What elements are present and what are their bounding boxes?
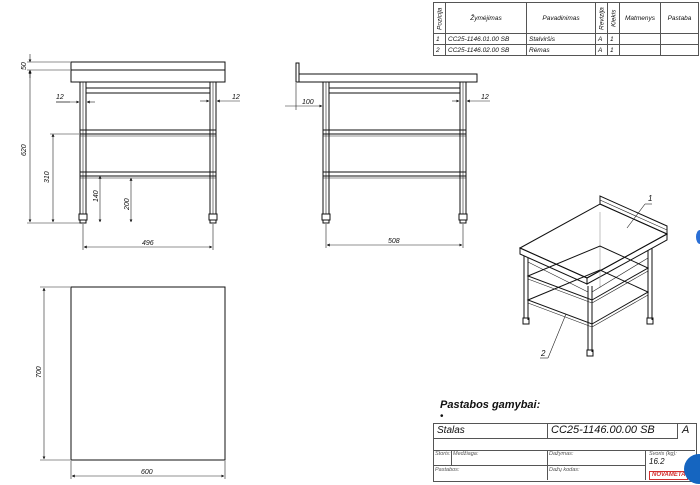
dim-600: 600 [141,469,153,476]
isometric-view: 1 2 [518,194,669,359]
dazu-kodas-label: Dažų kodas: [549,467,580,473]
bom-header-kiekis: Kiekis [607,2,620,34]
notes-title: Pastabos gamybai: [440,399,541,411]
bom-row: 2 CC25-1146.02.00 SB Rėmas A 1 [433,44,699,56]
dim-100: 100 [302,99,314,106]
bom-header-pastaba: Pastaba [660,2,699,34]
callout-1: 1 [648,194,652,203]
svoris-label: Svoris (kg): [649,451,677,457]
bom-row: 1 CC25-1146.01.00 SB Stalviršis A 1 [433,33,699,45]
dim-12-left: 12 [56,94,64,101]
dim-700: 700 [36,366,43,378]
bom-cell-pastaba [660,44,699,56]
dazymas-label: Dažymas: [549,451,574,457]
bom-header-pavadinimas: Pavadinimas [526,2,596,34]
bom-header-pozicija: Pozicija [433,2,446,34]
bom-cell-zym: CC25-1146.01.00 SB [445,33,527,45]
top-view: 700 600 [36,286,226,479]
bom-cell-matmenys [619,33,661,45]
callout-2: 2 [540,349,546,358]
company-logo: NOVAMETA [649,471,689,480]
bom-cell-pastaba [660,33,699,45]
bom-cell-zym: CC25-1146.02.00 SB [445,44,527,56]
bom-cell-poz: 2 [433,44,446,56]
drawing-number: CC25-1146.00.00 SB [551,424,655,436]
dim-50: 50 [21,62,28,70]
medziaga-label: Medžiaga: [453,451,479,457]
dim-12-side: 12 [481,94,489,101]
dim-200: 200 [124,198,131,211]
floating-action-button[interactable] [684,454,700,484]
bom-table: Pozicija Žymėjimas Pavadinimas Revizija … [433,2,699,56]
bom-header-matmenys: Matmenys [619,2,661,34]
dim-12-right: 12 [232,94,240,101]
bom-header-row: Pozicija Žymėjimas Pavadinimas Revizija … [433,2,699,34]
front-view: 50 620 12 12 310 140 200 496 [21,54,240,250]
dim-620: 620 [21,144,28,156]
dim-310: 310 [44,171,51,183]
dim-496: 496 [142,240,154,247]
bom-header-revizija: Revizija [595,2,608,34]
bom-cell-poz: 1 [433,33,446,45]
title-block: Stalas CC25-1146.00.00 SB A Storis: Medž… [433,423,697,483]
storis-label: Storis: [435,451,451,457]
dim-140: 140 [93,190,100,202]
side-view: 100 12 508 [285,62,490,248]
revision: A [682,424,690,436]
dim-508: 508 [388,238,400,245]
bom-cell-pav: Stalviršis [526,33,596,45]
pastabos-label: Pastabos: [435,467,460,473]
side-handle[interactable] [696,230,700,244]
bom-header-zymejimas: Žymėjimas [445,2,527,34]
notes-bullet: • [440,411,444,422]
bom-cell-kiek: 1 [607,44,620,56]
bom-cell-kiek: 1 [607,33,620,45]
bom-cell-matmenys [619,44,661,56]
title-name: Stalas [437,425,465,436]
bom-cell-rev: A [595,33,608,45]
weight-value: 16.2 [649,457,665,466]
bom-cell-rev: A [595,44,608,56]
bom-cell-pav: Rėmas [526,44,596,56]
